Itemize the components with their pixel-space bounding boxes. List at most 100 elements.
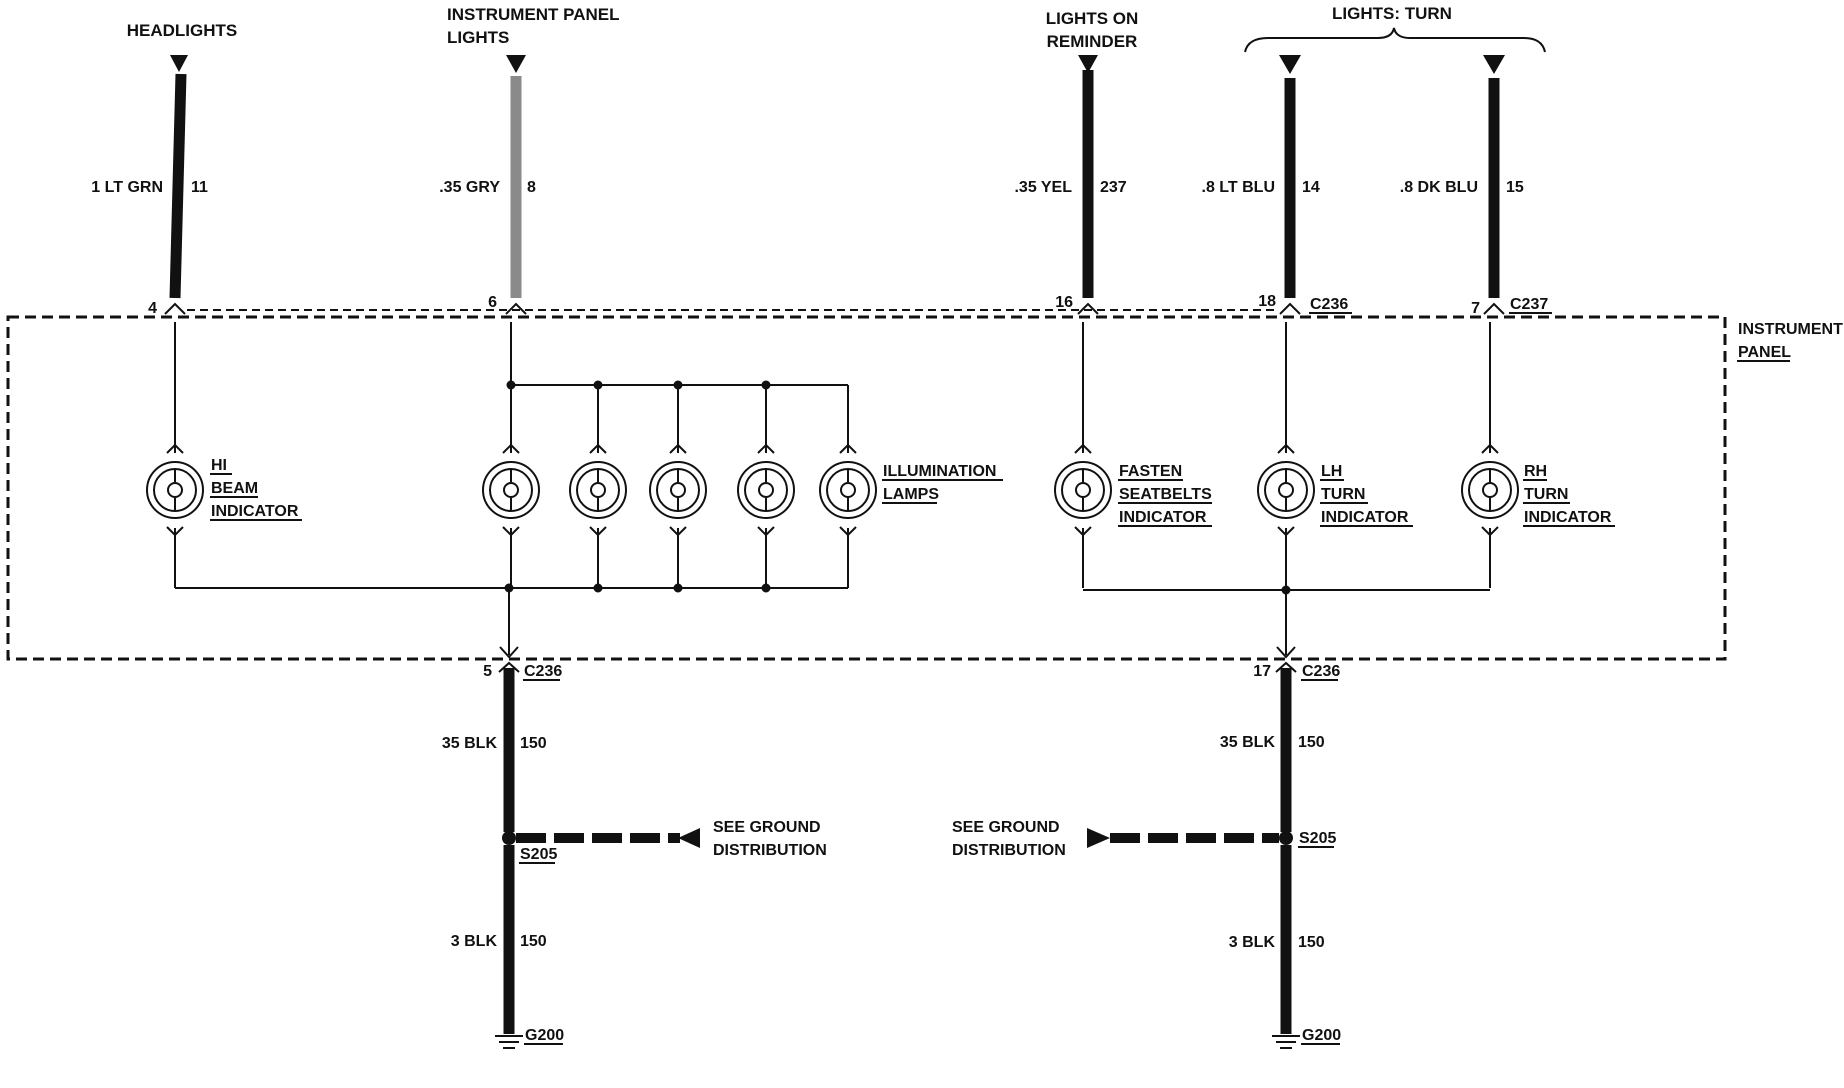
ground-icon [495, 1035, 523, 1049]
bulb-icon [146, 443, 204, 537]
circuit-upper: 150 [520, 735, 547, 752]
connector-c236-top: C236 [1310, 296, 1348, 313]
splice-dot [593, 380, 603, 390]
splice-dot [504, 583, 514, 593]
splice-s205-right: S205 [1299, 830, 1336, 847]
wire-label-lower: 3 BLK [1229, 934, 1276, 951]
pin-chevron-icon [164, 302, 186, 315]
splice-dot [506, 380, 516, 390]
pin-chevron-icon [1279, 302, 1301, 315]
header-instrument-panel-lights-line1: INSTRUMENT PANEL [447, 5, 620, 24]
circuit-lower: 150 [1298, 934, 1325, 951]
arrow-left-icon [678, 828, 700, 848]
bulb-icon [819, 443, 877, 537]
pin-7: 7 [1471, 300, 1480, 317]
splice-dot [593, 583, 603, 593]
splice-dot [761, 380, 771, 390]
top-connector-row: 4 6 16 18 C236 7 C237 [148, 293, 1552, 317]
pin-chevron-icon [498, 661, 520, 673]
splice-dot [673, 583, 683, 593]
splice-dot [673, 380, 683, 390]
pin-4: 4 [148, 300, 157, 317]
splice-dot [1279, 831, 1293, 845]
lamp-label-rh: RH [1524, 463, 1547, 480]
circuit-upper: 150 [1298, 734, 1325, 751]
lamp-label-seatbelts: SEATBELTS [1119, 486, 1212, 503]
turn-bracket [1244, 27, 1546, 53]
circuit-lh-turn: 14 [1302, 179, 1320, 196]
header-headlights: HEADLIGHTS [127, 21, 238, 40]
wire-label-lh-turn: .8 LT BLU [1202, 179, 1275, 196]
header-lights-on-line1: LIGHTS ON [1046, 9, 1139, 28]
lamp-label-fasten-indicator: INDICATOR [1119, 509, 1207, 526]
arrow-icon [1279, 55, 1301, 74]
bulb-icon [569, 443, 627, 537]
lamp-label-lh: LH [1321, 463, 1342, 480]
circuit-ip-lights: 8 [527, 179, 536, 196]
splice-dot [1281, 585, 1291, 595]
lamp-label-rh-turn: TURN [1524, 486, 1568, 503]
pin-6: 6 [488, 294, 497, 311]
arrow-right-icon [1087, 828, 1110, 848]
wire-label-rh-turn: .8 DK BLU [1400, 179, 1478, 196]
connector-c236-right: C236 [1302, 663, 1340, 680]
bulb-icon [482, 443, 540, 537]
pin-5: 5 [483, 663, 492, 680]
instrument-panel-boundary [6, 315, 1727, 661]
header-lights-on-line2: REMINDER [1047, 32, 1138, 51]
note-see-ground: SEE GROUND [713, 819, 821, 836]
instrument-panel-label-line1: INSTRUMENT [1738, 321, 1843, 338]
pin-16: 16 [1055, 294, 1073, 311]
lamp-label-lh-turn: TURN [1321, 486, 1365, 503]
wire-label-ip-lights: .35 GRY [439, 179, 500, 196]
bulb-icon [649, 443, 707, 537]
arrow-down-icon [499, 646, 519, 659]
pin-chevron-icon [1077, 302, 1099, 315]
bulb-icon [1257, 443, 1315, 537]
ground-circuit-right: 17 C236 35 BLK 150 SEE GROUND DISTRIBUTI… [952, 661, 1341, 1049]
lamp-label-hi: HI [211, 457, 227, 474]
lamps [146, 443, 1519, 537]
circuit-rh-turn: 15 [1506, 179, 1524, 196]
arrow-down-icon [1276, 646, 1296, 659]
wire-label-upper: 35 BLK [442, 735, 498, 752]
wire-hi-beam [169, 73, 187, 299]
wire-label-reminder: .35 YEL [1014, 179, 1072, 196]
lamp-label-beam: BEAM [211, 480, 258, 497]
connector-c236-left: C236 [524, 663, 562, 680]
note-distribution: DISTRIBUTION [713, 842, 827, 859]
bulb-icon [1461, 443, 1519, 537]
note-see-ground: SEE GROUND [952, 819, 1060, 836]
pin-18: 18 [1258, 293, 1276, 310]
connector-c237: C237 [1510, 296, 1548, 313]
pin-chevron-icon [1483, 302, 1505, 315]
pin-chevron-icon [1275, 661, 1297, 673]
lamp-label-rh-indicator: INDICATOR [1524, 509, 1612, 526]
arrow-icon [1483, 55, 1505, 74]
note-distribution: DISTRIBUTION [952, 842, 1066, 859]
circuit-lower: 150 [520, 933, 547, 950]
arrow-icon [1078, 55, 1098, 73]
internal-wiring [174, 322, 1491, 659]
ground-g200-left: G200 [525, 1027, 564, 1044]
wire-label-lower: 3 BLK [451, 933, 498, 950]
arrow-icon [170, 55, 188, 72]
wire-label-hi-beam: 1 LT GRN [91, 179, 163, 196]
headers: HEADLIGHTS INSTRUMENT PANEL LIGHTS LIGHT… [127, 4, 1546, 53]
splice-dot [502, 831, 516, 845]
top-wires: 1 LT GRN 11 .35 GRY 8 .35 YEL 237 .8 LT … [91, 55, 1524, 299]
ground-circuit-left: 5 C236 35 BLK 150 SEE GROUND DISTRIBUTIO… [442, 661, 827, 1049]
lamp-label-fasten: FASTEN [1119, 463, 1182, 480]
ground-g200-right: G200 [1302, 1027, 1341, 1044]
lamp-labels: HI BEAM INDICATOR ILLUMINATION LAMPS FAS… [210, 457, 1615, 527]
header-instrument-panel-lights-line2: LIGHTS [447, 28, 509, 47]
lamp-label-lamps: LAMPS [883, 486, 939, 503]
header-lights-turn: LIGHTS: TURN [1332, 4, 1452, 23]
wire-label-upper: 35 BLK [1220, 734, 1276, 751]
ground-icon [1272, 1035, 1300, 1049]
splice-dot [761, 583, 771, 593]
pin-17: 17 [1253, 663, 1271, 680]
instrument-panel-label-line2: PANEL [1738, 344, 1791, 361]
bulb-icon [1054, 443, 1112, 537]
